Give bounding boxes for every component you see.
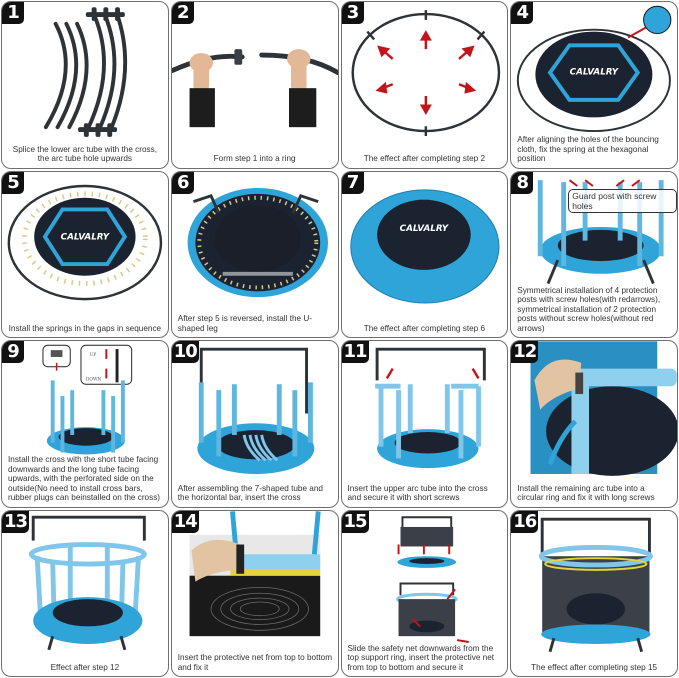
step-number-badge: 14	[171, 510, 199, 533]
padded-trampoline-illustration: CALVALRY	[349, 188, 499, 303]
frame-ring-illustration	[351, 10, 500, 136]
step-number-badge: 8	[511, 171, 534, 194]
svg-text:CALVALRY: CALVALRY	[61, 232, 111, 242]
mat-hexagon-springs-illustration: CALVALRY	[517, 5, 672, 133]
step-caption: Install the cross with the short tube fa…	[8, 455, 161, 503]
step-panel-6: 6 After step 5 is reversed, install the …	[170, 170, 339, 338]
step-number-badge: 15	[341, 510, 369, 533]
step-number-badge: 5	[2, 171, 24, 194]
step-caption: Splice the lower arc tube with the cross…	[12, 144, 157, 164]
hands-joining-ring-illustration	[171, 49, 338, 128]
step-number-badge: 16	[511, 510, 539, 533]
svg-text:CALVALRY: CALVALRY	[399, 223, 449, 233]
frame-complete-illustration	[28, 515, 147, 650]
cross-install-illustration: UP DOWN	[42, 344, 133, 455]
step-panel-12: 12 Install the remaining arc tube into a…	[510, 340, 678, 508]
step-panel-2: 2 Form step 1 into a ring	[170, 1, 339, 169]
step-number-badge: 6	[171, 171, 194, 194]
step-caption: The effect after completing step 15	[531, 662, 658, 672]
step-caption: Symmetrical installation of 4 protection…	[517, 285, 661, 333]
step-panel-9: 9 UP DOWN Install the cross with the sho…	[1, 340, 169, 508]
step-panel-8: 8 Guard post with screw holes	[510, 170, 678, 338]
step-number-badge: 1	[2, 2, 24, 24]
step-caption: Effect after step 12	[50, 662, 120, 672]
step-number-badge: 9	[2, 341, 24, 363]
step-number-badge: 11	[341, 341, 369, 363]
step-panel-11: 11 Insert the upper arc tube into the cr…	[340, 340, 509, 508]
step-panel-7: 7 CALVALRY The effect after completing s…	[340, 170, 509, 338]
step-caption: After aligning the holes of the bouncing…	[517, 135, 659, 164]
step-caption: Insert the upper arc tube into the cross…	[347, 483, 488, 503]
step-caption: After assembling the 7-shaped tube and t…	[177, 483, 323, 503]
guard-post-callout: Guard post with screw holes	[568, 188, 677, 213]
completed-trampoline-illustration	[539, 517, 654, 652]
step-number-badge: 2	[171, 2, 194, 24]
step-number-badge: 10	[171, 341, 199, 363]
svg-text:CALVALRY: CALVALRY	[570, 68, 620, 78]
step-caption: The effect after completing step 6	[363, 323, 486, 333]
u-shaped-leg-illustration	[187, 187, 328, 297]
seven-shaped-tube-illustration	[197, 347, 315, 474]
step-panel-15: 15 Slide the safety net downwa	[340, 509, 509, 677]
protective-net-illustration	[189, 510, 321, 636]
step-caption: Install the remaining arc tube into a ci…	[517, 483, 655, 503]
step-panel-1: 1 Splice the lower arc tube with	[1, 1, 169, 169]
springs-installed-illustration: CALVALRY	[7, 184, 163, 300]
arc-tubes-illustration	[43, 7, 128, 137]
step-number-badge: 13	[2, 510, 30, 533]
step-panel-14: 14 Insert the protective net from top to…	[170, 509, 339, 677]
step-panel-4: 4 CALVALRY After aligning the holes of t…	[510, 1, 678, 169]
svg-text:UP: UP	[90, 353, 97, 358]
guard-posts-illustration	[538, 178, 664, 284]
step-number-badge: 12	[511, 341, 539, 363]
step-panel-16: 16 The effect after completing step 15	[510, 509, 678, 677]
step-caption: Slide the safety net downwards from the …	[347, 643, 495, 672]
step-panel-5: 5 CALVALRY Install the springs in the ga…	[1, 170, 169, 338]
step-number-badge: 4	[511, 2, 534, 24]
upper-arc-tube-illustration	[374, 347, 486, 469]
step-caption: Insert the protective net from top to bo…	[177, 653, 333, 672]
step-number-badge: 7	[341, 171, 364, 194]
step-caption: The effect after completing step 2	[363, 154, 486, 164]
step-caption: Form step 1 into a ring	[213, 154, 296, 164]
step-panel-10: 10 After assembling the 7-shaped tube an…	[170, 340, 339, 508]
step-caption: After step 5 is reversed, install the U-…	[177, 314, 312, 333]
step-panel-13: 13 Effect after step 12	[1, 509, 169, 677]
step-caption: Install the springs in the gaps in seque…	[8, 323, 162, 333]
step-number-badge: 3	[341, 2, 364, 24]
svg-text:DOWN: DOWN	[86, 377, 102, 382]
net-slide-down-illustration	[395, 515, 469, 643]
step-panel-3: 3 The effect after completing step 2	[340, 1, 509, 169]
ring-long-screw-illustration	[530, 341, 677, 476]
